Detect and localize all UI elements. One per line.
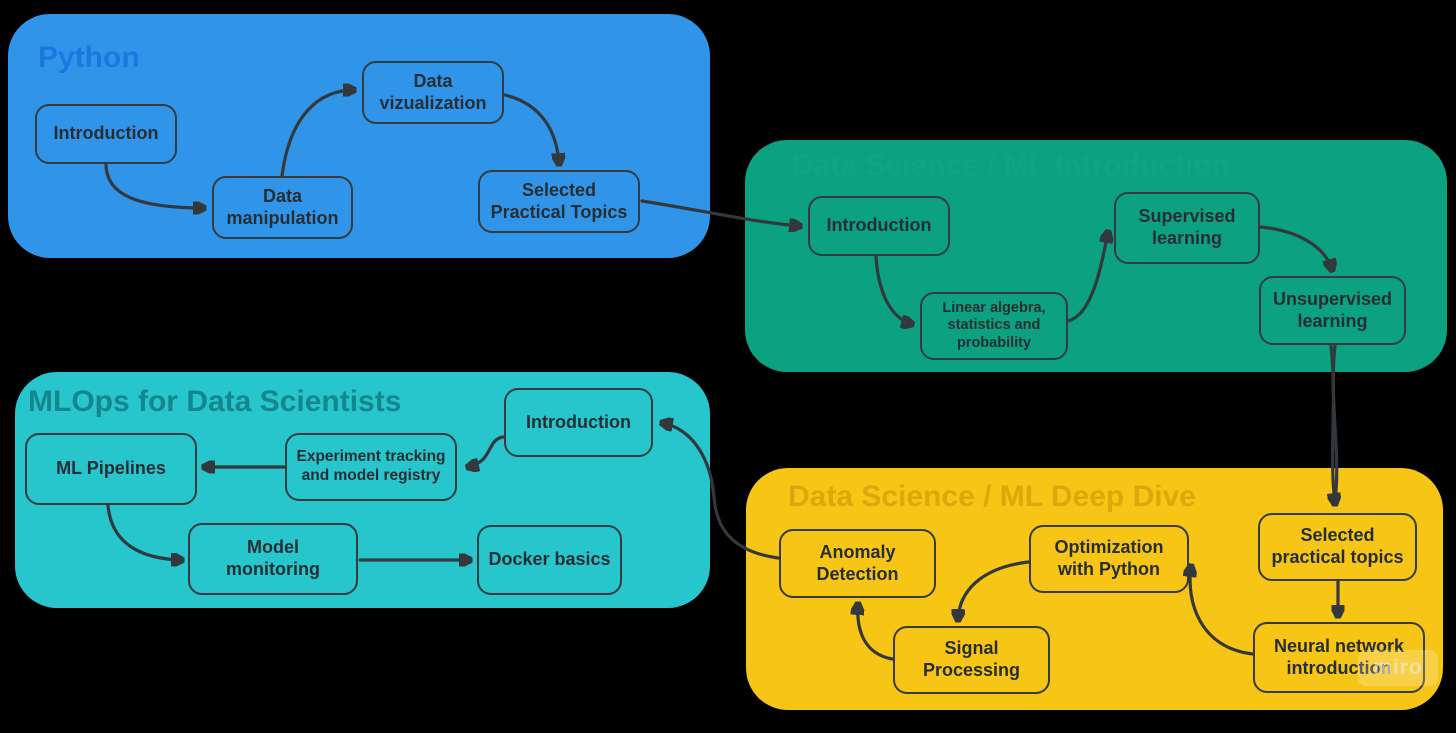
node-green-introduction[interactable]: Introduction bbox=[808, 196, 950, 256]
node-green-supervised-learning[interactable]: Supervised learning bbox=[1114, 192, 1260, 264]
node-python-data-vizualization[interactable]: Data vizualization bbox=[362, 61, 504, 124]
section-mlops[interactable] bbox=[15, 372, 710, 608]
node-mlops-ml-pipelines[interactable]: ML Pipelines bbox=[25, 433, 197, 505]
node-green-linear-algebra[interactable]: Linear algebra, statistics and probabili… bbox=[920, 292, 1068, 360]
section-deep-dive-title: Data Science / ML Deep Dive bbox=[788, 480, 1196, 513]
section-mlops-title: MLOps for Data Scientists bbox=[28, 385, 402, 418]
node-python-data-manipulation[interactable]: Data manipulation bbox=[212, 176, 353, 239]
node-deepdive-optimization-with-python[interactable]: Optimization with Python bbox=[1029, 525, 1189, 593]
node-mlops-introduction[interactable]: Introduction bbox=[504, 388, 653, 457]
node-deepdive-signal-processing[interactable]: Signal Processing bbox=[893, 626, 1050, 694]
miro-watermark: miro bbox=[1358, 650, 1438, 686]
node-python-introduction[interactable]: Introduction bbox=[35, 104, 177, 164]
node-deepdive-anomaly-detection[interactable]: Anomaly Detection bbox=[779, 529, 936, 598]
node-python-selected-practical-topics[interactable]: Selected Practical Topics bbox=[478, 170, 640, 233]
node-mlops-experiment-tracking[interactable]: Experiment tracking and model registry bbox=[285, 433, 457, 501]
section-ds-ml-introduction-title: Data Science / ML Introduction bbox=[792, 149, 1230, 182]
node-mlops-docker-basics[interactable]: Docker basics bbox=[477, 525, 622, 595]
section-python[interactable] bbox=[8, 14, 710, 258]
node-deepdive-neural-network-introduction[interactable]: Neural network introduction bbox=[1253, 622, 1425, 693]
section-deep-dive[interactable] bbox=[746, 468, 1443, 710]
node-mlops-model-monitoring[interactable]: Model monitoring bbox=[188, 523, 358, 595]
node-green-unsupervised-learning[interactable]: Unsupervised learning bbox=[1259, 276, 1406, 345]
node-deepdive-selected-practical-topics[interactable]: Selected practical topics bbox=[1258, 513, 1417, 581]
section-python-title: Python bbox=[38, 41, 140, 74]
